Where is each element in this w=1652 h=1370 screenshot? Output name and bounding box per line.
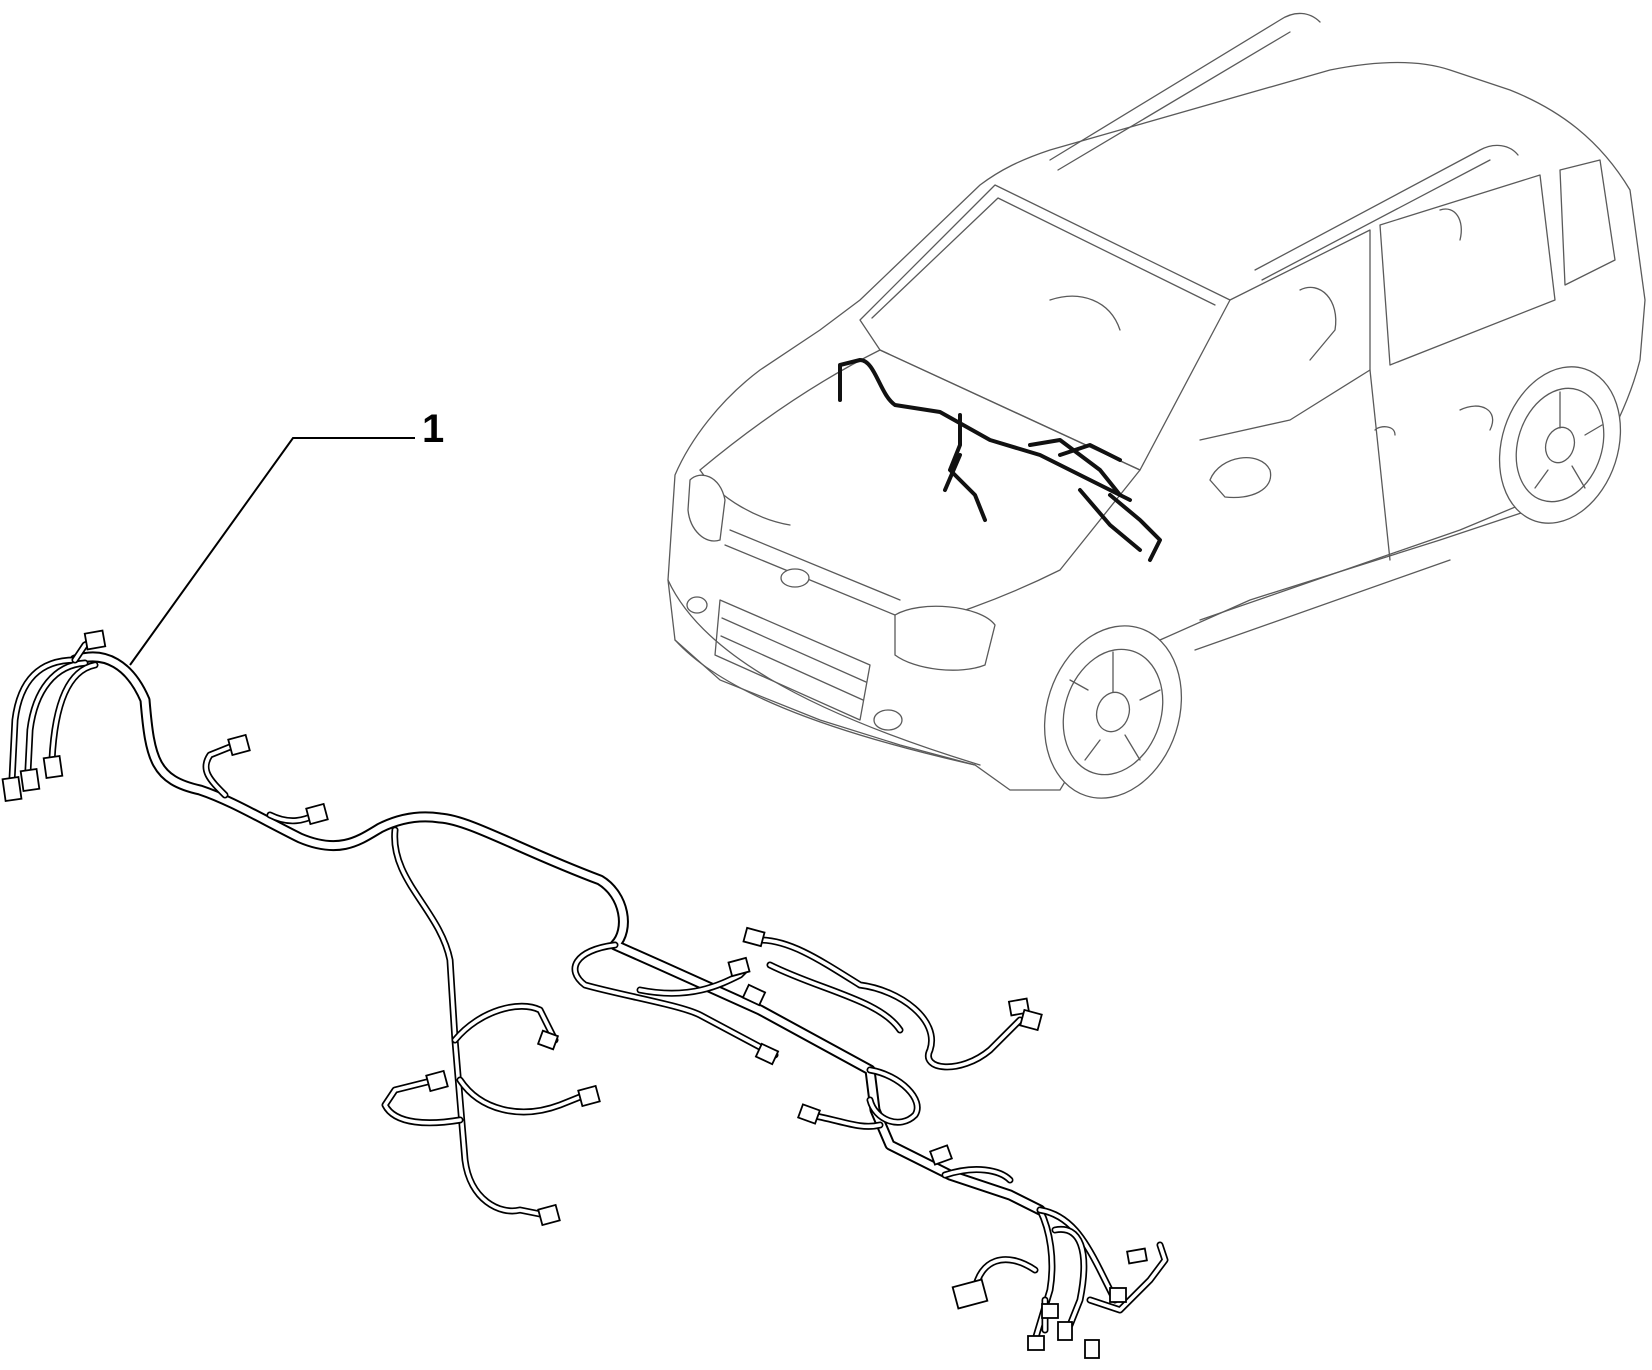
callout: 1 xyxy=(129,407,444,666)
callout-leader-line xyxy=(129,437,415,666)
wiring-harness xyxy=(1,629,1169,1359)
callout-number: 1 xyxy=(422,407,444,451)
car-illustration xyxy=(667,12,1646,799)
